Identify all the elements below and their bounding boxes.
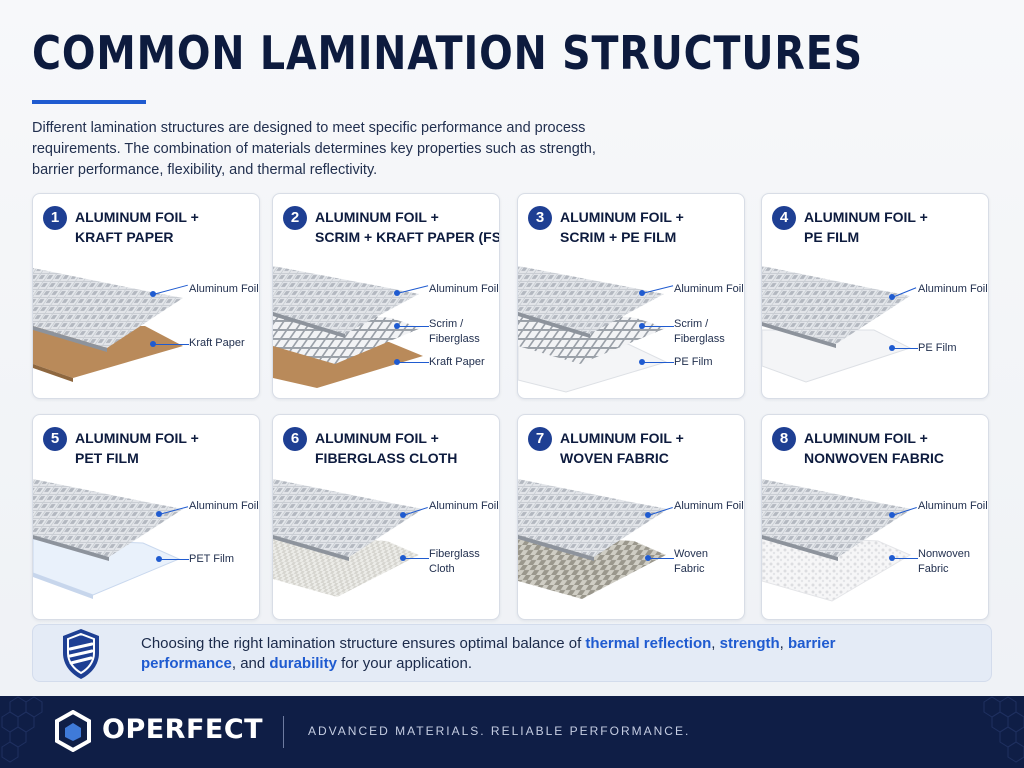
structure-card-4: 4 ALUMINUM FOIL + PE FILM Aluminum Foil …	[761, 193, 989, 399]
card-title-line-1: ALUMINUM FOIL +	[804, 209, 928, 225]
card-title: ALUMINUM FOIL + KRAFT PAPER	[75, 207, 257, 247]
card-title-line-1: ALUMINUM FOIL +	[75, 430, 199, 446]
layer-label: Aluminum Foil	[918, 500, 988, 512]
card-number-badge: 2	[283, 206, 307, 230]
summary-banner: Choosing the right lamination structure …	[32, 624, 992, 682]
card-number-badge: 1	[43, 206, 67, 230]
hex-pattern-decoration	[983, 696, 1024, 763]
card-number-badge: 4	[772, 206, 796, 230]
aluminum-foil-layer	[33, 479, 183, 557]
card-title: ALUMINUM FOIL + PE FILM	[804, 207, 986, 247]
intro-paragraph: Different lamination structures are desi…	[32, 120, 596, 178]
card-title-line-1: ALUMINUM FOIL +	[315, 209, 439, 225]
card-title-line-1: ALUMINUM FOIL +	[804, 430, 928, 446]
hex-pattern-decoration	[1, 696, 43, 763]
footer-bar: OPERFECT ADVANCED MATERIALS. RELIABLE PE…	[0, 696, 1024, 768]
summary-text: Choosing the right lamination structure …	[141, 635, 836, 672]
woven-fabric-layer	[518, 535, 666, 599]
card-title: ALUMINUM FOIL + PET FILM	[75, 428, 257, 468]
layer-label: Aluminum Foil	[429, 500, 499, 512]
layer-label: Aluminum Foil	[918, 283, 988, 295]
card-number-badge: 7	[528, 427, 552, 451]
card-title-line-2: PE FILM	[804, 229, 860, 245]
card-title-line-1: ALUMINUM FOIL +	[560, 430, 684, 446]
layer-illustration	[33, 268, 183, 382]
structure-card-3: 3 ALUMINUM FOIL + SCRIM + PE FILM Alumin…	[517, 193, 745, 399]
structure-card-6: 6 ALUMINUM FOIL + FIBERGLASS CLOTH Alumi…	[272, 414, 500, 620]
layer-label: PE Film	[674, 356, 713, 368]
card-title: ALUMINUM FOIL + FIBERGLASS CLOTH	[315, 428, 497, 468]
layer-label: PE Film	[918, 342, 957, 354]
highlight-durability: durability	[269, 655, 337, 672]
brand-name: OPERFECT	[102, 714, 264, 745]
card-number-badge: 8	[772, 427, 796, 451]
layer-illustration	[33, 479, 183, 599]
card-title-line-1: ALUMINUM FOIL +	[315, 430, 439, 446]
card-title-line-2: SCRIM + KRAFT PAPER (FSK)	[315, 229, 500, 245]
aluminum-foil-layer	[273, 479, 423, 557]
card-title: ALUMINUM FOIL + NONWOVEN FABRIC	[804, 428, 986, 468]
layer-label: PET Film	[189, 553, 235, 565]
card-title-line-2: FIBERGLASS CLOTH	[315, 450, 458, 466]
aluminum-foil-layer	[33, 268, 183, 348]
page-title: COMMON LAMINATION STRUCTURES	[32, 26, 863, 80]
card-title-line-1: ALUMINUM FOIL +	[560, 209, 684, 225]
card-title-line-2: SCRIM + PE FILM	[560, 229, 677, 245]
structure-card-1: 1 ALUMINUM FOIL + KRAFT PAPER Aluminum F…	[32, 193, 260, 399]
layer-illustration	[762, 266, 912, 383]
layer-illustration	[273, 266, 423, 388]
aluminum-foil-layer	[518, 479, 668, 557]
card-number-badge: 3	[528, 206, 552, 230]
card-title-line-1: ALUMINUM FOIL +	[75, 209, 199, 225]
layer-illustration	[518, 266, 668, 393]
aluminum-foil-layer	[518, 266, 664, 334]
card-number-badge: 5	[43, 427, 67, 451]
layer-label: Kraft Paper	[189, 337, 245, 349]
card-title-line-2: NONWOVEN FABRIC	[804, 450, 944, 466]
hexagon-logo-icon	[55, 710, 91, 752]
aluminum-foil-layer	[273, 266, 419, 334]
highlight-strength: strength	[719, 635, 780, 652]
card-title-line-2: KRAFT PAPER	[75, 229, 174, 245]
card-title: ALUMINUM FOIL + SCRIM + KRAFT PAPER (FSK…	[315, 207, 500, 247]
card-title-line-2: WOVEN FABRIC	[560, 450, 669, 466]
highlight-thermal-reflection: thermal reflection	[585, 635, 712, 652]
card-title: ALUMINUM FOIL + SCRIM + PE FILM	[560, 207, 742, 247]
card-number-badge: 6	[283, 427, 307, 451]
fiberglass-cloth-layer	[273, 535, 419, 597]
shield-icon	[63, 629, 99, 679]
card-title: ALUMINUM FOIL + WOVEN FABRIC	[560, 428, 742, 468]
layer-label: Scrim /Fiberglass	[429, 318, 480, 345]
structure-card-2: 2 ALUMINUM FOIL + SCRIM + KRAFT PAPER (F…	[272, 193, 500, 399]
layer-label: Aluminum Foil	[429, 283, 499, 295]
layer-label: Aluminum Foil	[189, 500, 259, 512]
footer-divider	[283, 716, 284, 748]
structure-card-5: 5 ALUMINUM FOIL + PET FILM Aluminum Foil…	[32, 414, 260, 620]
layer-illustration	[273, 479, 423, 597]
layer-label: Aluminum Foil	[674, 283, 744, 295]
layer-illustration	[518, 479, 668, 599]
card-title-line-2: PET FILM	[75, 450, 139, 466]
layer-label: Aluminum Foil	[189, 283, 259, 295]
layer-label: Kraft Paper	[429, 356, 485, 368]
structure-card-7: 7 ALUMINUM FOIL + WOVEN FABRIC Aluminum …	[517, 414, 745, 620]
aluminum-foil-layer	[762, 479, 912, 557]
layer-illustration	[762, 479, 912, 602]
structure-card-8: 8 ALUMINUM FOIL + NONWOVEN FABRIC Alumin…	[761, 414, 989, 620]
layer-label: Scrim /Fiberglass	[674, 318, 725, 345]
brand-tagline: ADVANCED MATERIALS. RELIABLE PERFORMANCE…	[308, 724, 691, 738]
highlight-barrier-performance: barrier performance	[141, 635, 836, 672]
aluminum-foil-layer	[762, 266, 910, 344]
layer-label: Aluminum Foil	[674, 500, 744, 512]
title-underline	[32, 100, 146, 104]
